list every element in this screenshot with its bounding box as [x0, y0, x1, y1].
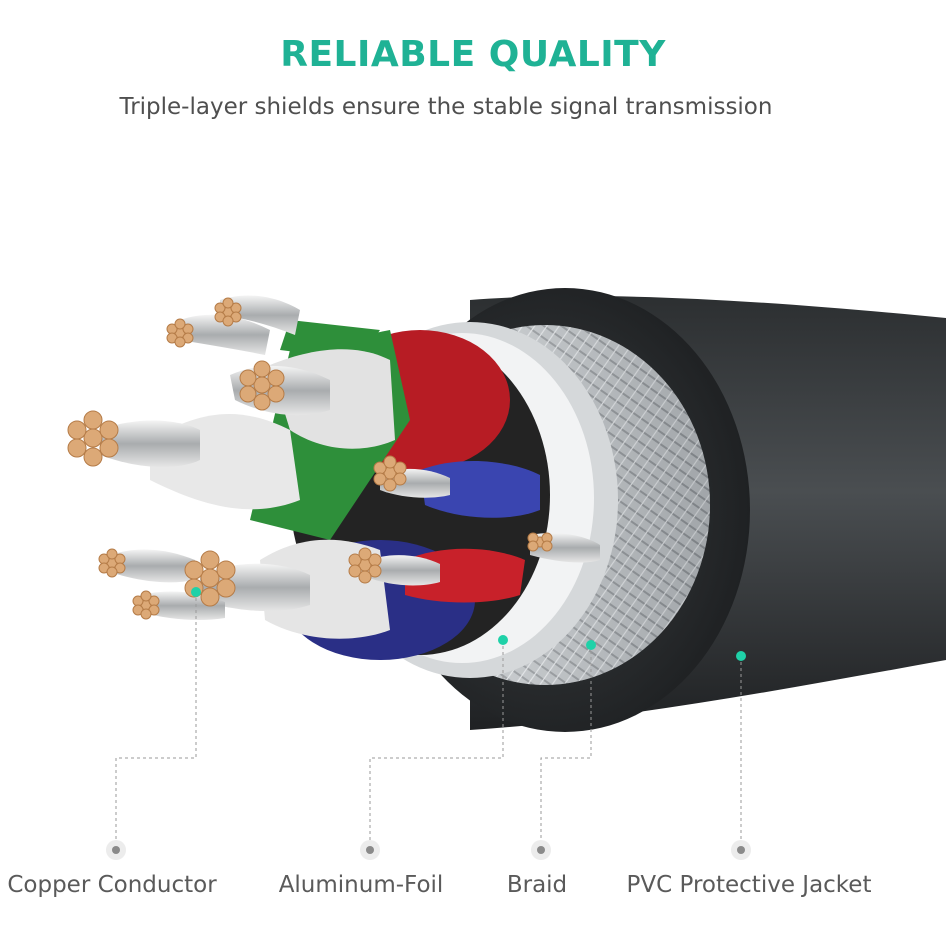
label-pvc-protective-jacket: PVC Protective Jacket — [626, 872, 872, 898]
copper-strand-icon — [67, 297, 553, 620]
page-title: RELIABLE QUALITY — [280, 34, 666, 75]
silver-strands — [100, 295, 600, 620]
page-subtitle: Triple-layer shields ensure the stable s… — [119, 94, 773, 120]
label-braid: Braid — [506, 872, 568, 898]
label-aluminum-foil: Aluminum-Foil — [278, 872, 444, 898]
label-copper-conductor: Copper Conductor — [7, 872, 217, 898]
leader-copper — [115, 592, 197, 848]
leader-braid — [540, 645, 592, 848]
callout-leaders — [115, 592, 742, 848]
leader-foil — [369, 640, 504, 848]
callout-dot-icon — [191, 587, 746, 661]
